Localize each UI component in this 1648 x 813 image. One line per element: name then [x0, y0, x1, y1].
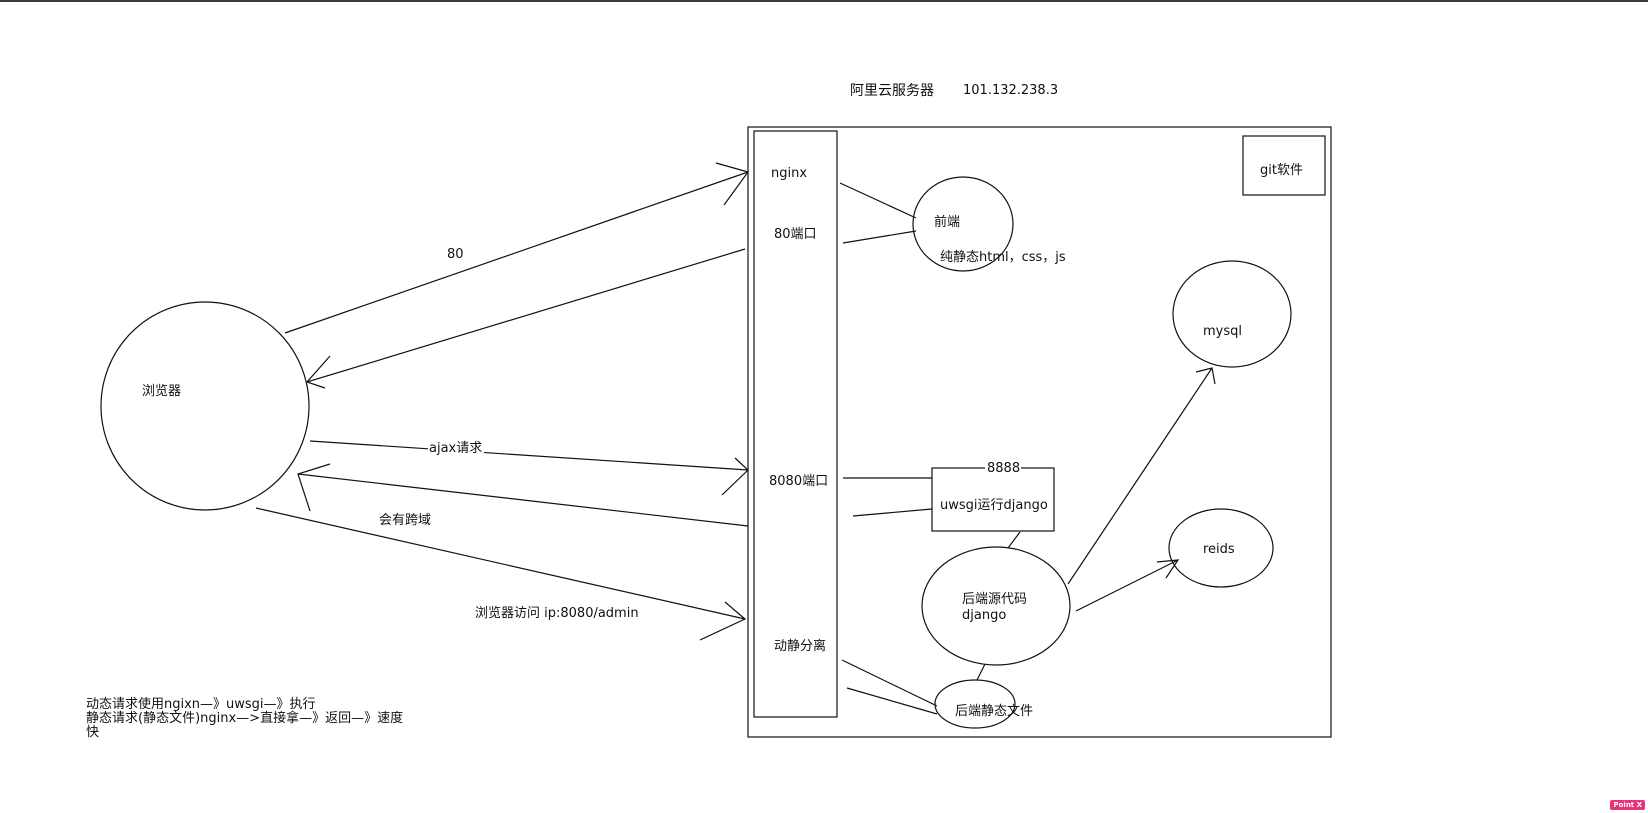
- ajax-label-mask: [428, 439, 484, 455]
- top-border: [0, 0, 1648, 2]
- edge-port80-label: 80: [447, 247, 464, 262]
- arrowhead-cors: [297, 463, 331, 512]
- uwsgi-port-label: 8888: [987, 461, 1020, 476]
- arrowhead-port80: [715, 162, 749, 206]
- edge-backend-static: [976, 663, 986, 681]
- static-dynamic-split-label: 动静分离: [774, 638, 826, 654]
- edge-ajax-request: [309, 440, 749, 471]
- edge-split-static-return: [846, 687, 938, 715]
- edge-nginx-frontend: [839, 182, 917, 219]
- browser-node: [100, 301, 310, 511]
- edge-admin-label: 浏览器访问 ip:8080/admin: [475, 605, 639, 621]
- edge-admin-access: [255, 507, 746, 620]
- server-ip: 101.132.238.3: [963, 83, 1058, 98]
- edge-split-static: [841, 659, 938, 707]
- port-80-label: 80端口: [774, 227, 817, 242]
- backend-source-node: [921, 546, 1071, 666]
- frontend-label: 前端: [934, 214, 960, 230]
- arrowhead-mysql: [1195, 367, 1216, 385]
- edge-ajax-label: ajax请求: [429, 441, 482, 456]
- note-line: 快: [86, 725, 100, 740]
- edge-cors-label: 会有跨域: [379, 513, 431, 528]
- backend-static-node: [934, 679, 1016, 729]
- edge-8080-to-browser: [297, 473, 749, 527]
- server-title: 阿里云服务器: [850, 83, 934, 99]
- note-line: 动态请求使用ngixn—》uwsgi—》执行: [86, 697, 316, 712]
- mysql-label: mysql: [1203, 324, 1242, 339]
- backend-source-line1: 后端源代码: [962, 592, 1027, 607]
- uwsgi-port-mask: [985, 460, 1021, 474]
- redis-node: [1168, 508, 1274, 588]
- arrowhead-ajax: [721, 457, 749, 496]
- arrowhead-redis: [1156, 559, 1180, 579]
- frontend-desc: 纯静态html，css，js: [940, 250, 1066, 265]
- frontend-node: [912, 176, 1014, 272]
- backend-static-label: 后端静态文件: [955, 704, 1033, 719]
- uwsgi-label: uwsgi运行django: [940, 498, 1048, 513]
- arrowhead-admin: [699, 601, 747, 641]
- edge-8080-uwsgi-return: [852, 508, 933, 517]
- arrowhead-browser-return: [305, 355, 331, 389]
- browser-label: 浏览器: [142, 383, 181, 399]
- redis-label: reids: [1203, 542, 1235, 557]
- edge-backend-redis: [1075, 559, 1179, 612]
- git-box: [1242, 135, 1326, 196]
- git-label: git软件: [1260, 163, 1303, 178]
- port-column: [753, 130, 838, 718]
- edge-browser-to-port80: [284, 171, 749, 334]
- notes-block: 动态请求使用ngixn—》uwsgi—》执行 静态请求(静态文件)nginx—>…: [86, 698, 426, 740]
- mysql-node: [1172, 260, 1292, 368]
- watermark-logo: Point X: [1610, 800, 1645, 810]
- port-8080-label: 8080端口: [769, 474, 828, 489]
- nginx-label: nginx: [771, 166, 807, 181]
- edge-port80-to-browser: [306, 248, 746, 383]
- edge-backend-mysql: [1067, 367, 1213, 585]
- edge-uwsgi-backend: [1007, 531, 1021, 549]
- server-box: [747, 126, 1332, 738]
- edge-port80-frontend: [842, 230, 917, 244]
- backend-source-line2: django: [962, 608, 1006, 623]
- note-line: 静态请求(静态文件)nginx—>直接拿—》返回—》速度: [86, 711, 404, 726]
